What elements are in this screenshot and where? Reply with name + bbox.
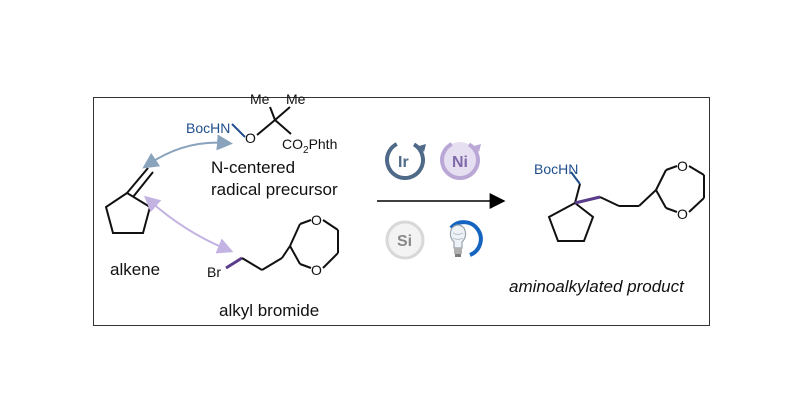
catalyst-si-label: Si: [397, 233, 412, 250]
alkyl-bromide-structure: Br O O: [207, 212, 339, 280]
product-oxygen-top: O: [677, 158, 688, 174]
precursor-label-line1: N-centered: [211, 158, 295, 177]
precursor-co2phth: CO2Phth: [282, 136, 337, 156]
precursor-oxygen: O: [245, 130, 256, 146]
cycle-arrowhead-icon: [474, 144, 481, 152]
product-label: aminoalkylated product: [509, 277, 685, 296]
precursor-me-left: Me: [250, 91, 270, 107]
lightbulb-icon: [449, 220, 483, 257]
product-oxygen-bottom: O: [677, 206, 688, 222]
catalyst-ir: Ir: [385, 140, 426, 180]
catalyst-ni-label: Ni: [452, 154, 468, 171]
catalyst-si: Si: [385, 220, 425, 260]
bromide-oxygen-bottom: O: [311, 262, 322, 278]
catalyst-ni: Ni: [440, 140, 481, 180]
alkene-structure: [104, 167, 154, 234]
bromide-br: Br: [207, 264, 221, 280]
alkene-precursor-arrow: [142, 134, 233, 169]
precursor-label-line2: radical precursor: [211, 180, 338, 199]
bromide-oxygen-top: O: [311, 212, 322, 228]
precursor-structure: BocHN O Me Me CO2Phth: [186, 91, 337, 156]
cycle-arrowhead-icon: [419, 144, 426, 152]
product-bochn: BocHN: [534, 161, 578, 177]
precursor-bochn: BocHN: [186, 120, 230, 136]
alkene-label: alkene: [110, 260, 160, 279]
scheme-frame: [93, 97, 710, 326]
alkene-bromide-arrow: [144, 195, 234, 254]
catalyst-ir-label: Ir: [398, 154, 409, 171]
alkyl-bromide-label: alkyl bromide: [219, 301, 319, 320]
product-structure: BocHN O O: [534, 158, 705, 242]
precursor-me-right: Me: [286, 91, 306, 107]
